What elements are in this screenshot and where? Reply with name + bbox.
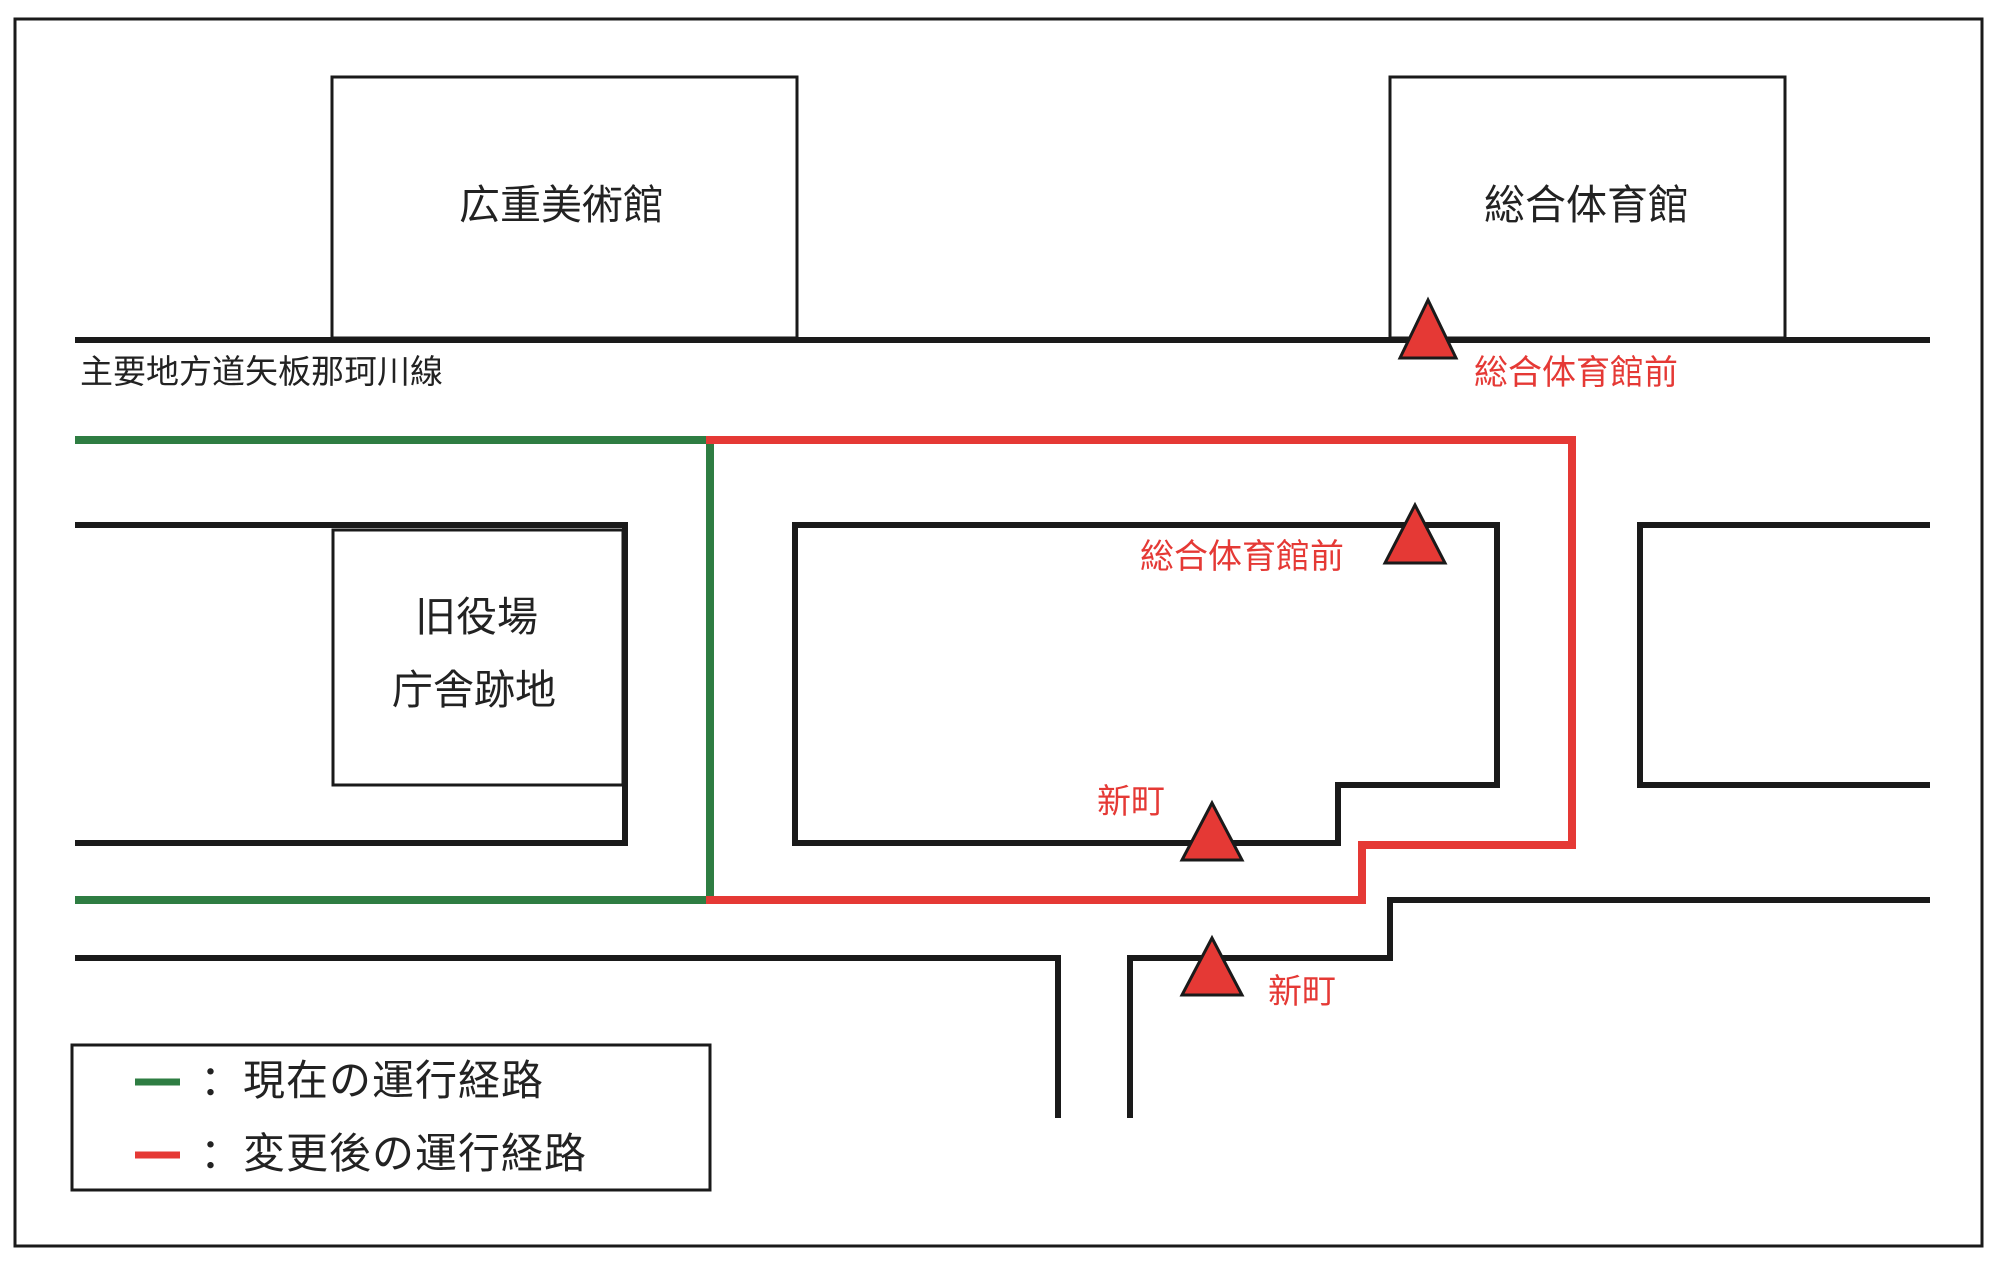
current-route-line <box>75 436 714 904</box>
stop-label-gym-front-north: 総合体育館前 <box>1474 353 1678 393</box>
triangle-stop-icon <box>1397 296 1459 360</box>
triangle-stop-icon <box>1179 799 1245 862</box>
triangle-stop-icon <box>1382 501 1448 565</box>
general-gym-label: 総合体育館 <box>1484 181 1689 229</box>
building-old-town-office <box>331 528 625 787</box>
old-office-label-line1: 旧役場 <box>415 593 538 641</box>
bottom-road-left <box>75 955 1061 1118</box>
right-block-outline <box>1637 522 1930 788</box>
stop-label-shinmachi-south: 新町 <box>1268 972 1336 1012</box>
legend-current-route-label: ：現在の運行経路 <box>200 1056 545 1105</box>
hiroshige-museum-label: 広重美術館 <box>459 181 664 229</box>
legend-changed-route-label: ：変更後の運行経路 <box>200 1129 588 1178</box>
triangle-stop-icon <box>1179 934 1245 997</box>
map-frame <box>13 17 1984 1248</box>
changed-route-line <box>706 436 1576 904</box>
bottom-road-right <box>1127 897 1930 1118</box>
stop-label-shinmachi-new: 新町 <box>1097 782 1165 822</box>
center-block-outline <box>792 522 1500 846</box>
stop-label-gym-front-new: 総合体育館前 <box>1140 537 1344 577</box>
left-block-outline <box>75 522 628 846</box>
main-road-label: 主要地方道矢板那珂川線 <box>80 352 443 391</box>
old-office-label-line2: 庁舎跡地 <box>392 666 556 714</box>
legend-box <box>70 1043 712 1192</box>
